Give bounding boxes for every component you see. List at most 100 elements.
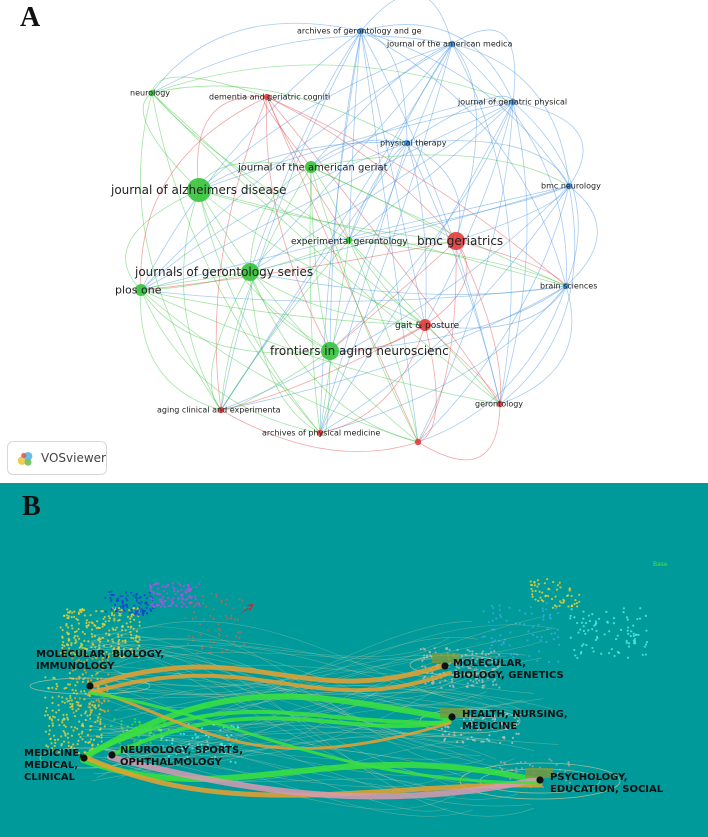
network-link (140, 289, 419, 443)
network-link (266, 96, 567, 287)
network-link (310, 166, 331, 352)
network-link (125, 189, 200, 291)
network-link (151, 35, 453, 94)
trajectory-band (87, 662, 448, 689)
network-link (348, 30, 362, 241)
node-label-experimental-gerontology: experimental gerontology (291, 237, 408, 247)
node-label-aging-clinical: aging clinical and experimenta (157, 406, 281, 415)
network-link (417, 185, 570, 443)
network-link (455, 240, 501, 405)
dual-map-label-right-molecular: MOLECULAR, (453, 658, 526, 669)
node-archives-gerontology[interactable] (357, 27, 365, 35)
network-link (360, 24, 514, 103)
label-dot-right-molecular[interactable] (441, 662, 449, 670)
node-label-plos-one: plos one (115, 284, 162, 297)
network-link (266, 96, 331, 352)
network-link (455, 185, 570, 242)
dual-map-overlay-canvas[interactable]: MOLECULAR, BIOLOGY,IMMUNOLOGYMEDICINE,ME… (0, 483, 708, 837)
network-link (220, 324, 426, 411)
node-brain-sciences[interactable] (562, 282, 570, 290)
node-dementia[interactable] (263, 93, 271, 101)
cluster-label-plate (432, 653, 460, 663)
label-dot-right-psychology[interactable] (536, 776, 544, 784)
node-frontiers-aging[interactable] (321, 342, 339, 360)
network-link (151, 22, 362, 94)
network-link (198, 189, 457, 242)
network-link (417, 285, 567, 443)
node-bmc-neurology[interactable] (565, 182, 573, 190)
node-label-alzheimers: journal of alzheimers disease (110, 183, 286, 197)
network-link (249, 185, 570, 273)
node-label-geriatric-physical: journal of geriatric physical (457, 98, 567, 107)
network-nodes (135, 27, 573, 446)
network-link (198, 189, 321, 434)
node-neurology[interactable] (148, 89, 156, 97)
node-alzheimers[interactable] (187, 178, 211, 202)
trajectory-band (80, 693, 453, 761)
network-link (140, 92, 222, 411)
network-link (140, 239, 350, 291)
network-link (151, 85, 408, 144)
cluster-label-plate (525, 768, 553, 778)
node-plos-one[interactable] (135, 284, 147, 296)
network-link (417, 240, 457, 443)
node-gerontology[interactable] (496, 400, 504, 408)
trajectory-band (88, 671, 452, 695)
network-link (249, 30, 362, 273)
network-link (151, 76, 268, 98)
network-link (319, 43, 453, 434)
vosviewer-logo[interactable]: VOSviewer (7, 441, 107, 475)
network-link (266, 96, 419, 443)
network-link (348, 185, 570, 241)
network-link (310, 100, 514, 168)
node-gerontology-series[interactable] (241, 263, 259, 281)
network-link (198, 189, 567, 287)
dual-map-labels: MOLECULAR, BIOLOGY,IMMUNOLOGYMEDICINE,ME… (24, 649, 664, 795)
panel-b-corner-text: Base (653, 561, 668, 568)
vosviewer-logo-icon (17, 451, 33, 466)
journal-cocitation-network[interactable]: archives of gerontology and ge journal of… (0, 0, 708, 480)
node-gait-posture[interactable] (419, 319, 431, 331)
network-link (249, 43, 453, 273)
network-link (151, 92, 426, 326)
network-link (249, 271, 567, 295)
node-label-physical-therapy: physical therapy (380, 139, 447, 148)
network-link (451, 43, 567, 287)
dual-map-label-left-molecular: MOLECULAR, BIOLOGY, (36, 649, 164, 660)
node-unlabeled-red[interactable] (414, 438, 422, 446)
label-dot-left-neurology[interactable] (108, 751, 116, 759)
dual-map-label-left-neurology: OPHTHALMOLOGY (120, 757, 222, 768)
network-link (424, 240, 468, 326)
network-link (140, 96, 268, 291)
node-archives-physical[interactable] (316, 429, 324, 437)
network-link (309, 166, 321, 434)
label-dot-left-medicine[interactable] (80, 754, 88, 762)
network-link (140, 43, 453, 291)
dual-map-label-right-health: HEALTH, NURSING, (462, 709, 568, 720)
node-geriatric-physical[interactable] (509, 98, 517, 106)
node-aging-clinical[interactable] (217, 406, 225, 414)
network-link (319, 285, 567, 434)
network-link (499, 285, 573, 405)
network-link (198, 43, 453, 191)
network-link (310, 154, 570, 187)
network-link (348, 239, 567, 287)
network-link (215, 96, 268, 411)
network-link (198, 141, 408, 191)
node-bmc-geriatrics[interactable] (447, 232, 465, 250)
network-link (451, 43, 512, 405)
node-physical-therapy[interactable] (403, 139, 411, 147)
label-dot-left-molecular[interactable] (86, 682, 94, 690)
node-label-archives-gerontology: archives of gerontology and ge (297, 27, 422, 36)
node-jags[interactable] (305, 161, 317, 173)
red-arrow-icon (238, 604, 254, 615)
node-label-jama: journal of the american medica (386, 40, 512, 49)
network-link (348, 239, 501, 405)
node-jama[interactable] (448, 40, 456, 48)
label-dot-right-health[interactable] (448, 713, 456, 721)
node-experimental-gerontology[interactable] (345, 236, 353, 244)
network-link (329, 43, 453, 352)
network-link (220, 43, 453, 411)
